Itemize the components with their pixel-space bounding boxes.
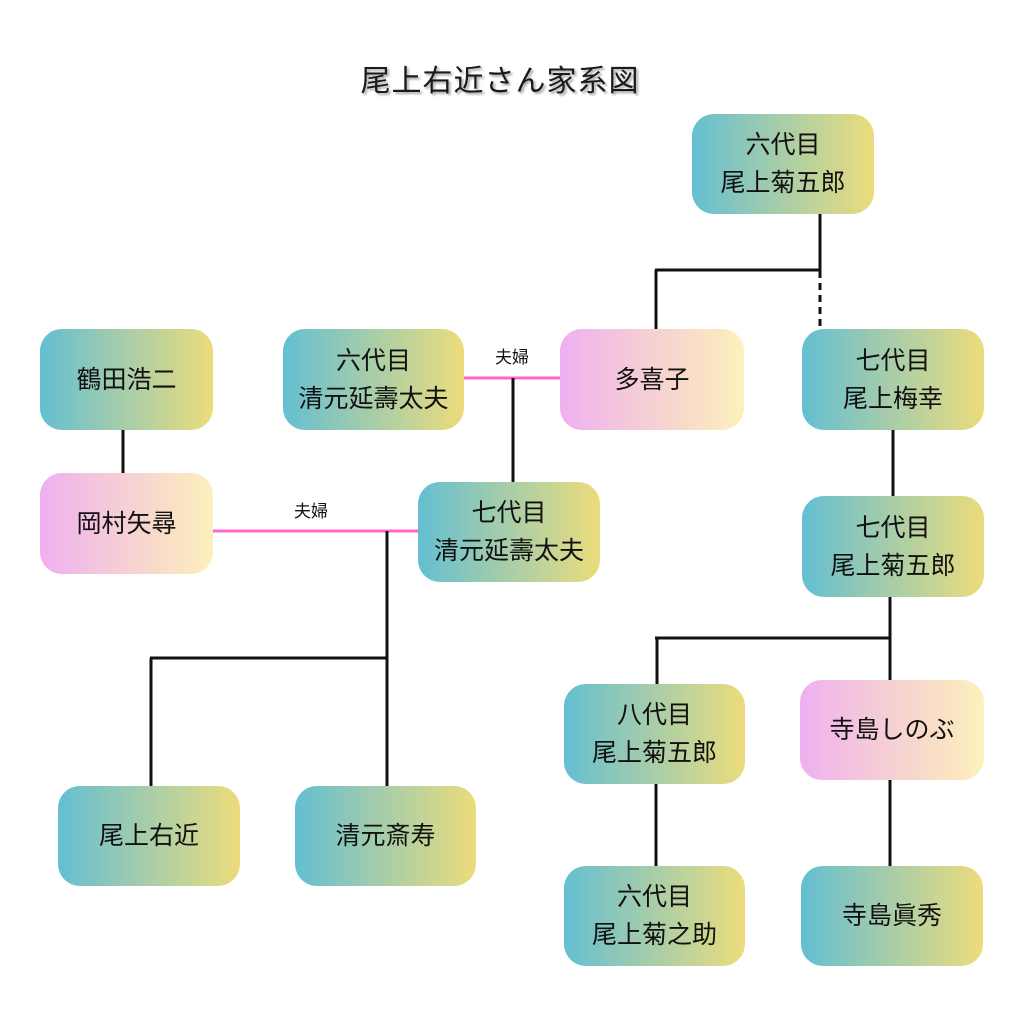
node-kikugoro8[interactable]: 八代目 尾上菊五郎 [564, 684, 745, 784]
node-ukon-line1: 尾上右近 [98, 821, 199, 850]
node-kikugoro6-line2: 尾上菊五郎 [720, 168, 846, 197]
node-tsuruta-line1: 鶴田浩二 [76, 364, 177, 394]
couple-label-upper: 夫婦 [495, 348, 529, 368]
node-enjudayu7[interactable]: 七代目 清元延壽太夫 [418, 482, 600, 582]
node-kikugoro7-line1: 七代目 [855, 512, 931, 542]
node-kikugoro8-line2: 尾上菊五郎 [591, 738, 717, 767]
node-kikunosuke6-line2: 尾上菊之助 [591, 920, 717, 949]
node-takiko[interactable]: 多喜子 [560, 329, 744, 430]
node-enjudayu6[interactable]: 六代目 清元延壽太夫 [283, 329, 464, 430]
node-shinobu-line1: 寺島しのぶ [829, 715, 955, 744]
node-kikunosuke6[interactable]: 六代目 尾上菊之助 [564, 866, 745, 966]
node-kikugoro8-line1: 八代目 [616, 700, 692, 729]
node-maho[interactable]: 寺島眞秀 [801, 866, 983, 966]
node-baiko7-line2: 尾上梅幸 [842, 383, 943, 413]
node-saiju-line1: 清元斎寿 [335, 821, 436, 850]
node-okamura-line1: 岡村矢尋 [76, 508, 177, 538]
node-takiko-line1: 多喜子 [614, 364, 690, 394]
node-baiko7[interactable]: 七代目 尾上梅幸 [802, 329, 984, 430]
node-kikugoro6[interactable]: 六代目 尾上菊五郎 [692, 114, 874, 214]
node-enjudayu7-line1: 七代目 [471, 498, 547, 527]
node-tsuruta[interactable]: 鶴田浩二 [40, 329, 213, 430]
node-kikunosuke6-line1: 六代目 [616, 882, 692, 911]
couple-label-lower: 夫婦 [294, 502, 328, 522]
node-kikugoro7[interactable]: 七代目 尾上菊五郎 [802, 496, 984, 597]
node-enjudayu7-line2: 清元延壽太夫 [433, 536, 584, 565]
node-shinobu[interactable]: 寺島しのぶ [800, 680, 984, 780]
node-kikugoro7-line2: 尾上菊五郎 [830, 550, 956, 580]
node-okamura[interactable]: 岡村矢尋 [40, 473, 213, 574]
node-kikugoro6-line1: 六代目 [745, 130, 821, 159]
node-enjudayu6-line1: 六代目 [335, 345, 411, 375]
node-enjudayu6-line2: 清元延壽太夫 [298, 383, 449, 413]
node-ukon[interactable]: 尾上右近 [58, 786, 240, 886]
node-saiju[interactable]: 清元斎寿 [295, 786, 476, 886]
page-title: 尾上右近さん家系図 [360, 64, 640, 99]
node-baiko7-line1: 七代目 [855, 345, 931, 375]
node-maho-line1: 寺島眞秀 [841, 901, 942, 930]
